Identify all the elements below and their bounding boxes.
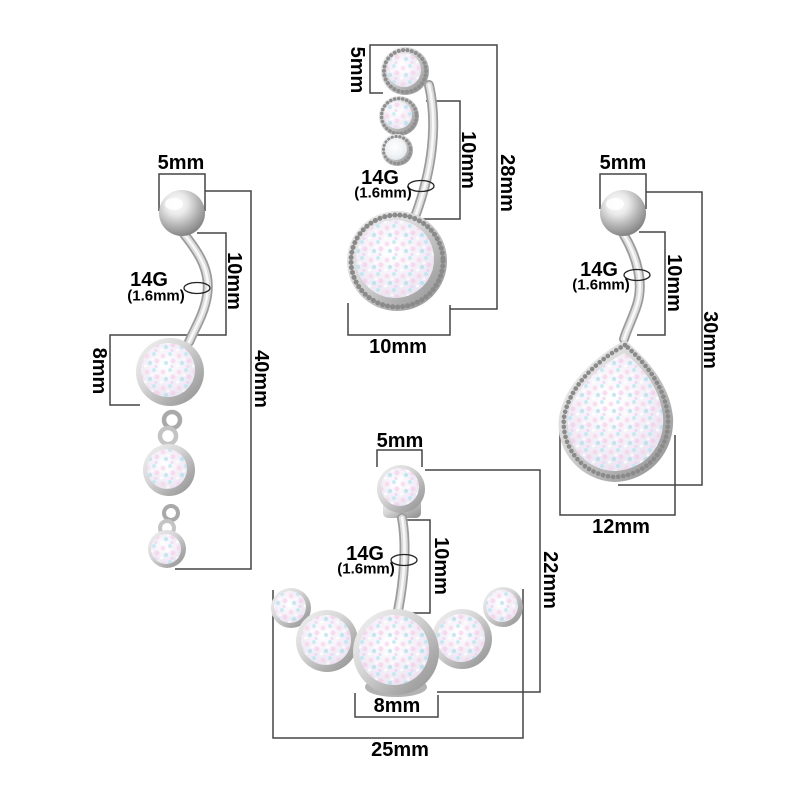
ring-b-stone-size-label: 10mm bbox=[369, 336, 427, 358]
ring-d-ball-size-label: 5mm bbox=[376, 430, 424, 452]
ring-c-ball-size-label: 5mm bbox=[599, 152, 647, 174]
ring-a-gauge-detail-label: (1.6mm) bbox=[127, 287, 185, 305]
ring-b-bar-bracket bbox=[423, 100, 461, 220]
ring-a-gauge-marker bbox=[183, 281, 211, 295]
ring-c-top-ball bbox=[600, 190, 646, 236]
ring-a-bar-and-stone-brackets bbox=[109, 232, 227, 406]
ring-a-total-length-label: 40mm bbox=[250, 350, 272, 408]
ring-d-illustration bbox=[271, 465, 523, 697]
ring-c-bar-bracket bbox=[637, 231, 666, 336]
dimension-lines-ring-a bbox=[109, 173, 252, 570]
ring-a-link bbox=[157, 425, 179, 447]
ring-d-stone-size-label: 8mm bbox=[373, 695, 421, 717]
ring-c-total-length-label: 30mm bbox=[699, 311, 721, 369]
ring-d-center-stone-bracket bbox=[354, 693, 439, 718]
ring-b-ball-size-label: 5mm bbox=[346, 46, 368, 94]
ring-a-total-length-line bbox=[175, 190, 252, 570]
ring-d-cluster-width-label: 25mm bbox=[371, 739, 429, 761]
ring-a-link bbox=[162, 504, 180, 522]
ring-d-gauge-label: 14G bbox=[346, 543, 384, 565]
ring-d-bar-length-label: 10mm bbox=[430, 537, 452, 595]
ring-d-ball-bracket bbox=[376, 449, 423, 467]
ring-b-illustration bbox=[347, 47, 447, 311]
ring-a-ball-bracket bbox=[158, 173, 206, 211]
ring-b-stone-bracket bbox=[347, 303, 451, 336]
ring-a-top-ball bbox=[159, 190, 205, 236]
ring-d-gauge-marker bbox=[390, 553, 418, 567]
ring-b-gauge-label: 14G bbox=[361, 167, 399, 189]
ring-c-gauge-detail-label: (1.6mm) bbox=[572, 276, 630, 294]
ring-c-gauge-marker bbox=[623, 268, 651, 282]
ring-c-bar-length-label: 10mm bbox=[663, 254, 685, 312]
ring-c-total-length-line bbox=[618, 191, 703, 486]
ring-d-total-length-label: 22mm bbox=[539, 551, 561, 609]
ring-c-stone-bracket bbox=[559, 430, 676, 516]
ring-a-stone-size-label: 8mm bbox=[88, 347, 110, 395]
ring-b-bottom-crystal bbox=[385, 138, 407, 160]
ring-b-total-length-label: 28mm bbox=[496, 154, 518, 212]
ring-a-link bbox=[161, 409, 183, 431]
ring-d-total-length-line bbox=[425, 469, 541, 693]
ring-b-ball-and-total-lines bbox=[369, 44, 498, 310]
ring-c-illustration bbox=[558, 190, 674, 482]
ring-c-stone-size-label: 12mm bbox=[592, 516, 650, 538]
dimension-lines-ring-b bbox=[347, 44, 498, 336]
ring-a-ball-size-label: 5mm bbox=[157, 152, 205, 174]
ring-a-bar-length-label: 10mm bbox=[223, 252, 245, 310]
ring-a-gauge-label: 14G bbox=[130, 269, 168, 291]
ring-b-bar-length-label: 10mm bbox=[457, 131, 479, 189]
ring-a-illustration bbox=[136, 190, 213, 568]
dimension-lines-ring-c bbox=[559, 173, 703, 516]
ring-b-gauge-detail-label: (1.6mm) bbox=[354, 184, 412, 202]
ring-c-gauge-label: 14G bbox=[580, 259, 618, 281]
ring-b-gauge-marker bbox=[407, 179, 435, 193]
ring-d-gauge-detail-label: (1.6mm) bbox=[337, 560, 395, 578]
ring-d-cluster-bracket bbox=[272, 589, 524, 739]
